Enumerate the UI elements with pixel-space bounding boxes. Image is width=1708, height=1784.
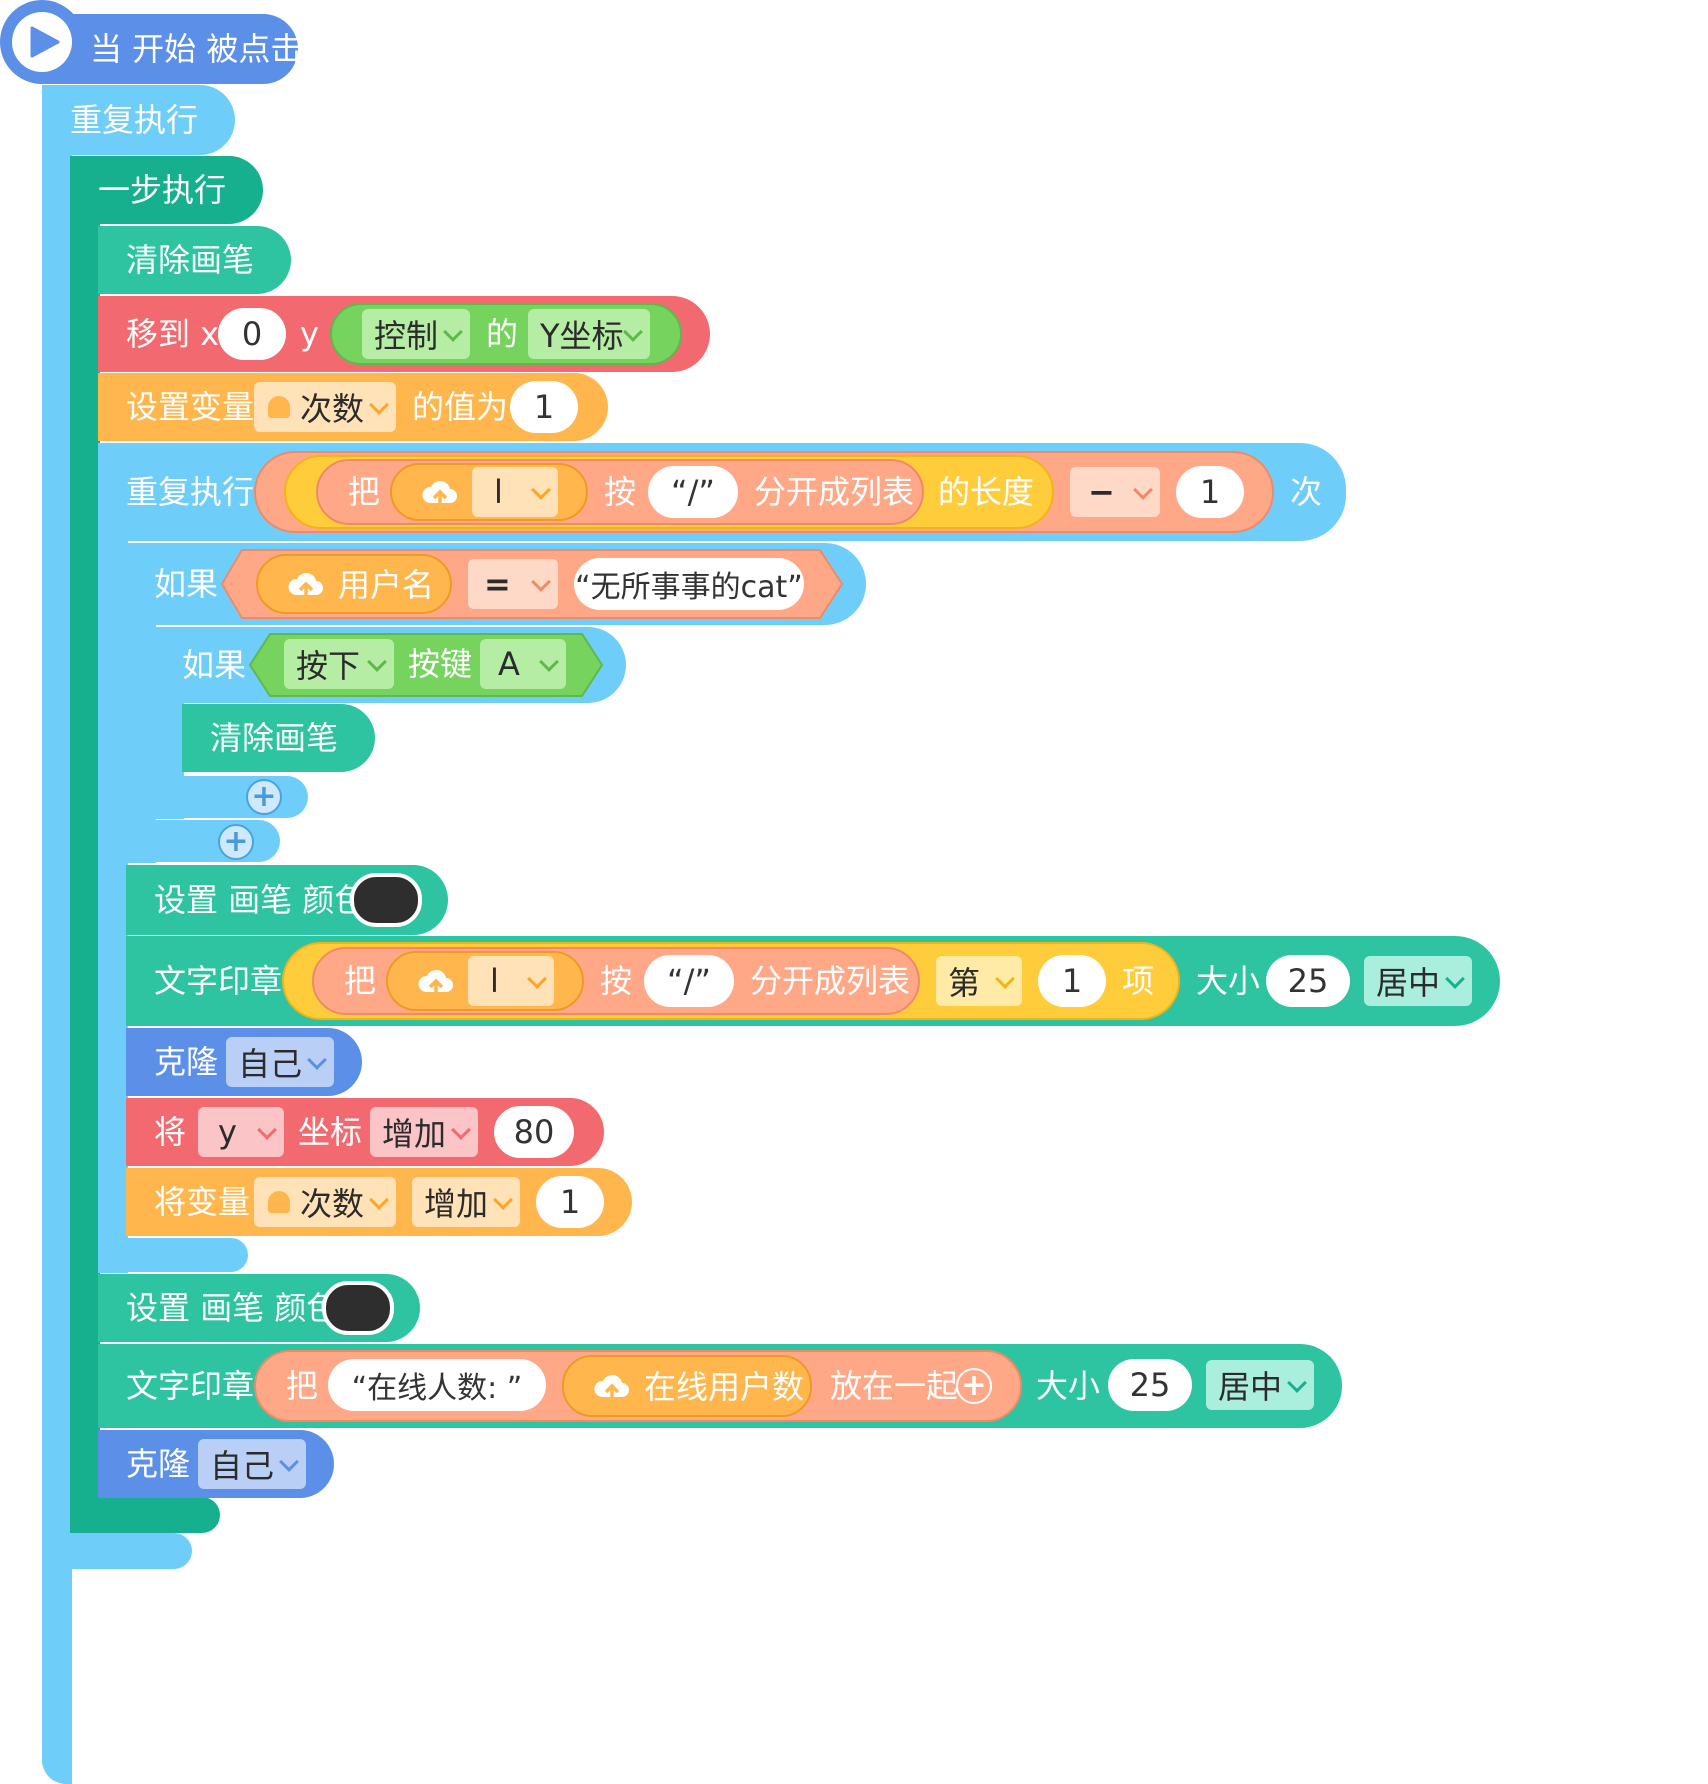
press-dropdown[interactable]: 按下 bbox=[284, 639, 394, 689]
clone-label: 克隆 bbox=[154, 1043, 219, 1081]
change-var-action-dropdown[interactable]: 增加 bbox=[412, 1177, 520, 1227]
clone-target-dropdown[interactable]: 自己 bbox=[226, 1037, 334, 1087]
split-label-2: 把 bbox=[344, 962, 377, 1000]
color-swatch[interactable] bbox=[350, 873, 422, 927]
step-exec-label: 一步执行 bbox=[98, 171, 227, 209]
size-input-2[interactable]: 25 bbox=[1108, 1359, 1192, 1411]
cloud-upload-icon bbox=[422, 480, 457, 507]
property-dropdown[interactable]: Y坐标 bbox=[528, 309, 650, 359]
change-variable-label: 将变量 bbox=[154, 1183, 251, 1221]
change-var-value-input[interactable]: 1 bbox=[536, 1176, 604, 1228]
compare-text-input[interactable]: “无所事事的cat” bbox=[574, 558, 804, 610]
move-to-label: 移到 x bbox=[126, 315, 220, 353]
change-value-input[interactable]: 80 bbox=[494, 1106, 574, 1158]
repeat-n-label: 重复执行 bbox=[126, 473, 255, 511]
clone-target-dropdown-2[interactable]: 自己 bbox=[198, 1439, 306, 1489]
list-var-dropdown-2[interactable]: l bbox=[468, 956, 554, 1006]
step-exec-footer bbox=[70, 1497, 220, 1533]
join-text-input[interactable]: “在线人数: ” bbox=[328, 1359, 546, 1411]
join-tail-label: 放在一起 bbox=[830, 1367, 959, 1405]
of-label: 的 bbox=[486, 315, 519, 353]
repeat-forever-footer bbox=[42, 1533, 192, 1569]
repeat-n-footer bbox=[98, 1238, 248, 1272]
change-action-dropdown[interactable]: 增加 bbox=[370, 1107, 478, 1157]
size-label: 大小 bbox=[1196, 962, 1261, 1000]
x-value-input[interactable]: 0 bbox=[218, 308, 286, 360]
list-var-dropdown[interactable]: l bbox=[472, 467, 558, 517]
value-to-label: 的值为 bbox=[412, 388, 509, 426]
online-users-reporter[interactable]: 在线用户数 bbox=[562, 1355, 812, 1417]
ghost-icon bbox=[268, 1191, 290, 1213]
clear-pen-label: 清除画笔 bbox=[126, 241, 255, 279]
operator-dropdown[interactable]: − bbox=[1070, 467, 1160, 517]
clear-pen-block-2[interactable]: 清除画笔 bbox=[182, 704, 375, 772]
username-label: 用户名 bbox=[338, 566, 435, 604]
subtract-value-input[interactable]: 1 bbox=[1176, 466, 1244, 518]
align-dropdown-2[interactable]: 居中 bbox=[1206, 1360, 1314, 1410]
start-label: 当 开始 被点击 bbox=[90, 30, 303, 68]
length-label: 的长度 bbox=[938, 473, 1035, 511]
cloud-upload-icon bbox=[594, 1374, 629, 1401]
set-pen-color-label-2: 设置 画笔 颜色 bbox=[126, 1289, 339, 1327]
item-label: 项 bbox=[1122, 962, 1155, 1000]
clone-label-2: 克隆 bbox=[126, 1445, 191, 1483]
repeat-n-rail bbox=[98, 443, 128, 1273]
coord-label: 坐标 bbox=[298, 1113, 363, 1151]
repeat-forever-label: 重复执行 bbox=[70, 101, 199, 139]
size-input[interactable]: 25 bbox=[1266, 955, 1350, 1007]
variable-dropdown-2[interactable]: 次数 bbox=[254, 1177, 396, 1227]
by-label: 按 bbox=[604, 473, 637, 511]
clear-pen-label-2: 清除画笔 bbox=[210, 719, 339, 757]
split-tail-label: 分开成列表 bbox=[754, 473, 915, 511]
nth-dropdown[interactable]: 第 bbox=[936, 956, 1022, 1006]
key-dropdown[interactable]: A bbox=[480, 639, 566, 689]
cloud-upload-icon bbox=[418, 969, 453, 996]
index-input[interactable]: 1 bbox=[1038, 955, 1106, 1007]
play-icon[interactable] bbox=[0, 0, 84, 84]
repeat-forever-block[interactable]: 重复执行 bbox=[42, 85, 235, 155]
username-reporter[interactable]: 用户名 bbox=[256, 554, 452, 614]
online-users-label: 在线用户数 bbox=[644, 1368, 805, 1406]
if-outer-label: 如果 bbox=[154, 565, 219, 603]
repeat-forever-rail bbox=[42, 85, 72, 1784]
ghost-icon bbox=[268, 396, 290, 418]
join-add-button[interactable]: + bbox=[956, 1368, 992, 1404]
variable-dropdown[interactable]: 次数 bbox=[254, 382, 396, 432]
key-label: 按键 bbox=[408, 645, 473, 683]
text-stamp-label-2: 文字印章 bbox=[126, 1367, 255, 1405]
change-label: 将 bbox=[154, 1113, 187, 1151]
object-dropdown[interactable]: 控制 bbox=[362, 309, 470, 359]
move-to-y-label: y bbox=[300, 315, 319, 353]
compare-dropdown[interactable]: = bbox=[468, 559, 558, 609]
set-pen-color-label: 设置 画笔 颜色 bbox=[154, 881, 367, 919]
step-exec-block[interactable]: 一步执行 bbox=[70, 156, 263, 224]
times-label: 次 bbox=[1290, 473, 1323, 511]
color-swatch-2[interactable] bbox=[322, 1281, 394, 1335]
add-else-button-inner[interactable]: + bbox=[246, 779, 282, 815]
axis-dropdown[interactable]: y bbox=[198, 1107, 284, 1157]
if-outer-footer bbox=[126, 820, 280, 862]
clear-pen-block[interactable]: 清除画笔 bbox=[98, 226, 291, 294]
join-label: 把 bbox=[286, 1367, 319, 1405]
cloud-upload-icon bbox=[288, 572, 323, 599]
set-variable-value-input[interactable]: 1 bbox=[510, 381, 578, 433]
set-variable-label: 设置变量 bbox=[126, 388, 255, 426]
separator-input[interactable]: “/” bbox=[648, 466, 738, 518]
by-label-2: 按 bbox=[600, 962, 633, 1000]
text-stamp-label: 文字印章 bbox=[154, 962, 283, 1000]
align-dropdown[interactable]: 居中 bbox=[1364, 956, 1472, 1006]
if-inner-label: 如果 bbox=[182, 646, 247, 684]
add-else-button[interactable]: + bbox=[218, 824, 254, 860]
separator-input-2[interactable]: “/” bbox=[644, 955, 734, 1007]
if-inner-footer bbox=[154, 776, 308, 818]
step-exec-rail bbox=[70, 156, 100, 1532]
split-label: 把 bbox=[348, 473, 381, 511]
split-tail-label-2: 分开成列表 bbox=[750, 962, 911, 1000]
size-label-2: 大小 bbox=[1036, 1367, 1101, 1405]
